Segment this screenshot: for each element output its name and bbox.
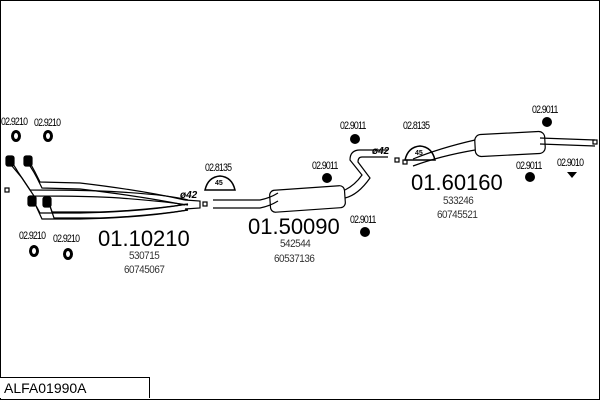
flange-icon [23, 155, 33, 167]
rubber-mount-icon [322, 173, 332, 183]
clamp-size: 45 [415, 150, 423, 157]
connector-icon [4, 187, 10, 193]
ref-number: 530715 [129, 250, 160, 262]
ref-number: 60537136 [274, 253, 315, 265]
clamp-icon [404, 145, 436, 161]
diameter-label: ø42 [372, 146, 390, 157]
part-number: 01.10210 [98, 226, 190, 251]
clamp-label: 02.8135 [205, 162, 232, 174]
mount-label: 02.9011 [532, 104, 558, 116]
mount-label: 02.9010 [557, 157, 584, 169]
ref-number: 60745067 [124, 264, 165, 276]
mount-label: 02.9011 [350, 214, 376, 226]
ref-number: 533246 [443, 195, 474, 207]
clamp-size: 45 [215, 180, 223, 187]
front-pipe-drawing [9, 159, 201, 220]
mount-label: 02.9011 [312, 160, 338, 172]
hanger-icon [567, 172, 577, 178]
rubber-mount-icon [542, 117, 552, 127]
diagram-code: ALFA01990A [4, 380, 87, 396]
rubber-mount-icon [525, 172, 535, 182]
ref-number: 60745521 [437, 209, 478, 221]
clamp-icon [204, 175, 236, 191]
mount-label: 02.9210 [1, 116, 28, 128]
flange-icon [42, 196, 52, 208]
mount-label: 02.9011 [516, 160, 542, 172]
diameter-label: ø42 [180, 190, 198, 201]
rear-muffler-drawing [402, 130, 598, 167]
flange-icon [5, 155, 15, 167]
rubber-mount-icon [350, 134, 360, 144]
clamp-label: 02.8135 [403, 120, 430, 132]
mount-label: 02.9011 [340, 120, 366, 132]
flange-icon [27, 195, 37, 207]
part-number: 01.60160 [411, 170, 503, 195]
rubber-mount-icon [360, 227, 370, 237]
middle-muffler-drawing [202, 149, 400, 213]
mount-label: 02.9210 [19, 230, 46, 242]
mount-label: 02.9210 [34, 117, 61, 129]
part-number: 01.50090 [248, 214, 340, 239]
ref-number: 542544 [280, 238, 311, 250]
mount-label: 02.9210 [53, 233, 80, 245]
diagram-code-box: ALFA01990A [0, 377, 150, 398]
